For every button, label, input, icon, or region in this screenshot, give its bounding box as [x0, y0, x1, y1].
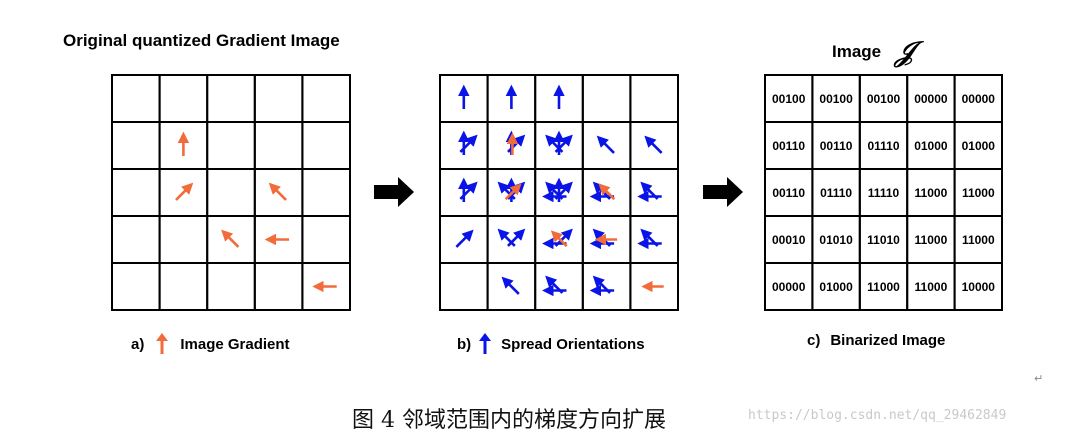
binary-value: 11010: [867, 233, 900, 247]
grid-b-cell-r4c2: [534, 262, 584, 311]
binary-value: 11000: [867, 280, 900, 294]
grid-a-cell-r0c1: [158, 74, 209, 123]
image-j-symbol: 𝒥: [895, 35, 915, 68]
caption-a: a) Image Gradient: [131, 332, 290, 356]
binary-value: 00000: [914, 92, 948, 106]
binary-value: 11000: [962, 233, 995, 247]
caption-c: c) Binarized Image: [807, 332, 945, 349]
grid-c-binarized-image: 00100 00100 00100 00000 00000 00110 00110 01110…: [764, 74, 1003, 311]
caption-c-prefix: c): [807, 332, 821, 349]
paragraph-mark: ↵: [1034, 373, 1044, 385]
binary-value: 01110: [820, 186, 852, 200]
binary-value: 01110: [867, 139, 899, 153]
blue-arrow-icon: [479, 333, 492, 354]
flow-arrow-1: [374, 177, 414, 207]
caption-a-label: Image Gradient: [180, 335, 290, 353]
grid-a-cell-r1c4: [301, 121, 351, 170]
spread-arrow-ne: [459, 134, 478, 153]
grid-b-cell-r3c1: [486, 215, 537, 264]
binary-value: 11000: [915, 186, 948, 200]
grid-a-cell-r0c2: [206, 74, 256, 123]
grid-a-cell-r4c3: [253, 262, 304, 311]
grid-b-spread-orientations: [439, 74, 680, 311]
grid-b-cell-r2c4: [629, 168, 680, 217]
grid-a-cell-r4c2: [206, 262, 256, 311]
flow-arrow-2: [703, 177, 743, 207]
caption-b-label: Spread Orientations: [501, 335, 645, 353]
grid-b-cell-r3c4: [629, 215, 680, 264]
grid-c-title-text: Image: [832, 42, 882, 61]
binary-value: 11110: [868, 186, 900, 200]
binary-value: 10000: [962, 280, 996, 294]
caption-b: b) Spread Orientations: [457, 332, 645, 356]
gradient-arrow-ne: [504, 183, 522, 201]
grid-a-cell-r3c4: [301, 215, 351, 264]
binary-value: 11000: [915, 233, 948, 247]
figure-caption: 图 4 邻域范围内的梯度方向扩展: [352, 408, 666, 433]
spread-arrow-nw: [644, 135, 663, 154]
binary-value: 00010: [772, 233, 806, 247]
binary-value: 00100: [819, 92, 853, 106]
binary-value: 00000: [772, 280, 806, 294]
binary-value: 00110: [820, 139, 853, 153]
spread-arrow-nw: [497, 228, 516, 247]
spread-arrow-nw: [501, 276, 520, 295]
grid-a-cell-r4c0: [111, 262, 161, 311]
binary-value: 00000: [962, 92, 996, 106]
grid-c-cell-r4c4: [953, 262, 1003, 311]
gradient-arrow-nw: [268, 182, 287, 201]
gradient-arrow-nw: [221, 229, 240, 248]
spread-arrow-nw: [596, 135, 615, 154]
grid-a-cell-r4c4: [301, 262, 351, 311]
grid-b-cell-r0c4: [629, 74, 680, 123]
grid-a-cell-r4c1: [158, 262, 209, 311]
grid-a-cell-r2c2: [206, 168, 256, 217]
caption-b-prefix: b): [457, 335, 472, 353]
grid-a-title: Original quantized Gradient Image: [63, 31, 340, 50]
binary-value: 01000: [962, 139, 996, 153]
binary-value: 00100: [772, 92, 806, 106]
gradient-arrow-nw: [550, 230, 568, 248]
grid-b-cell-r4c3: [581, 262, 632, 311]
grid-b-cell-r0c3: [581, 74, 632, 123]
caption-a-prefix: a): [131, 335, 145, 353]
grid-a-cell-r1c2: [206, 121, 256, 170]
spread-arrow-ne: [554, 134, 573, 153]
gradient-arrow-ne: [175, 182, 194, 201]
grid-a-cell-r0c0: [111, 74, 161, 123]
grid-a-cell-r0c4: [301, 74, 351, 123]
binary-value: 01000: [819, 280, 853, 294]
spread-arrow-ne: [455, 229, 474, 248]
grid-a-cell-r3c0: [111, 215, 161, 264]
caption-c-label: Binarized Image: [830, 332, 946, 349]
grid-a-cell-r2c0: [111, 168, 161, 217]
binary-value: 00110: [772, 186, 805, 200]
grid-a-cell-r2c4: [301, 168, 351, 217]
grid-a-cell-r1c0: [111, 121, 161, 170]
binary-value: 11000: [915, 280, 948, 294]
grid-b-cell-r4c4: [629, 262, 680, 311]
watermark: https://blog.csdn.net/qq_29462849: [748, 408, 1007, 423]
grid-a-image-gradient: [111, 74, 351, 311]
spread-arrow-nw: [497, 181, 516, 200]
grid-b-cell-r4c0: [439, 262, 489, 311]
spread-arrow-nw: [545, 134, 564, 153]
orange-arrow-icon: [156, 333, 169, 354]
binary-value: 01000: [914, 139, 948, 153]
grid-a-cell-r0c3: [253, 74, 304, 123]
grid-c-title: Image 𝒥: [832, 31, 915, 68]
binary-value: 00110: [772, 139, 805, 153]
spread-arrow-ne: [507, 134, 526, 153]
binary-value: 11000: [962, 186, 995, 200]
grid-a-cell-r3c1: [158, 215, 209, 264]
spread-arrow-ne: [459, 181, 478, 200]
grid-a-cell-r1c3: [253, 121, 304, 170]
binary-value: 00100: [867, 92, 901, 106]
gradient-arrow-nw: [598, 183, 616, 201]
binary-value: 01010: [819, 233, 853, 247]
spread-arrow-ne: [507, 228, 526, 247]
